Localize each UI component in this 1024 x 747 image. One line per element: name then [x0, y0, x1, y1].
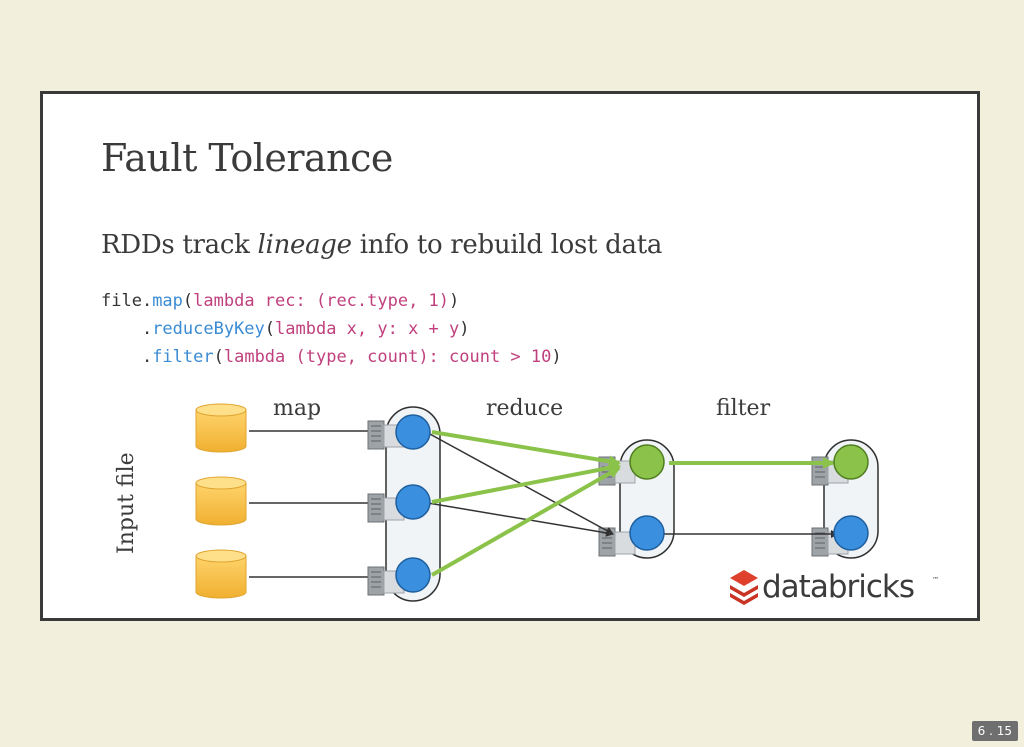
filter-partition-node-lost [833, 444, 869, 480]
input-partition-icon [195, 549, 247, 599]
stage-label-filter: filter [716, 396, 771, 421]
code-token: ( [264, 319, 276, 339]
code-lambda: lambda rec: (rec.type, 1) [193, 291, 450, 311]
slide-title: Fault Tolerance [101, 136, 393, 180]
stage-label-reduce: reduce [486, 396, 563, 421]
slide-subtitle: RDDs track lineage info to rebuild lost … [101, 230, 662, 260]
map-partition-node [395, 557, 431, 593]
code-token: . [101, 319, 153, 339]
subtitle-emphasis: lineage [257, 230, 353, 260]
code-line-2: .reduceByKey(lambda x, y: x + y) [101, 319, 470, 339]
code-method: map [152, 291, 183, 311]
subtitle-text-start: RDDs track [101, 230, 258, 260]
code-token: ) [459, 319, 470, 339]
code-token: ) [551, 347, 562, 367]
map-partition-node [395, 484, 431, 520]
code-token: ) [449, 291, 460, 311]
shuffle-arrow [427, 502, 614, 537]
code-token: ( [213, 347, 224, 367]
filter-partition-node [833, 515, 869, 551]
slide-number: 6 . 15 [971, 721, 1018, 741]
databricks-mark-icon [730, 570, 758, 605]
input-partition-icon [195, 403, 247, 453]
lineage-arrow [431, 461, 621, 504]
code-line-3: .filter(lambda (type, count): count > 10… [101, 347, 562, 367]
lineage-diagram: Input file map reduce filter [114, 396, 939, 605]
lineage-arrow [431, 430, 621, 468]
slide: Fault Tolerance RDDs track lineage info … [40, 91, 980, 621]
trademark-symbol: ™ [932, 576, 939, 584]
code-block: file.map(lambda rec: (rec.type, 1)) .red… [101, 287, 562, 371]
code-lambda: lambda x, y: x + y [275, 319, 460, 339]
code-method: reduceByKey [152, 319, 265, 339]
code-line-1: file.map(lambda rec: (rec.type, 1)) [101, 291, 459, 311]
lineage-arrow [431, 466, 621, 577]
reduce-partition-node-lost [629, 444, 665, 480]
stage-label-map: map [273, 396, 321, 421]
code-method: filter [152, 347, 214, 367]
databricks-wordmark: databricks [762, 569, 914, 605]
code-token: . [101, 347, 153, 367]
subtitle-text-end: info to rebuild lost data [351, 230, 663, 260]
code-token: ( [182, 291, 194, 311]
code-token: file. [101, 291, 153, 311]
reduce-partition-node [629, 515, 665, 551]
databricks-logo: databricks ™ [730, 569, 939, 605]
input-file-label: Input file [114, 452, 139, 554]
code-lambda: lambda (type, count): count > 10 [223, 347, 552, 367]
map-partition-node [395, 414, 431, 450]
input-partition-icon [195, 476, 247, 526]
